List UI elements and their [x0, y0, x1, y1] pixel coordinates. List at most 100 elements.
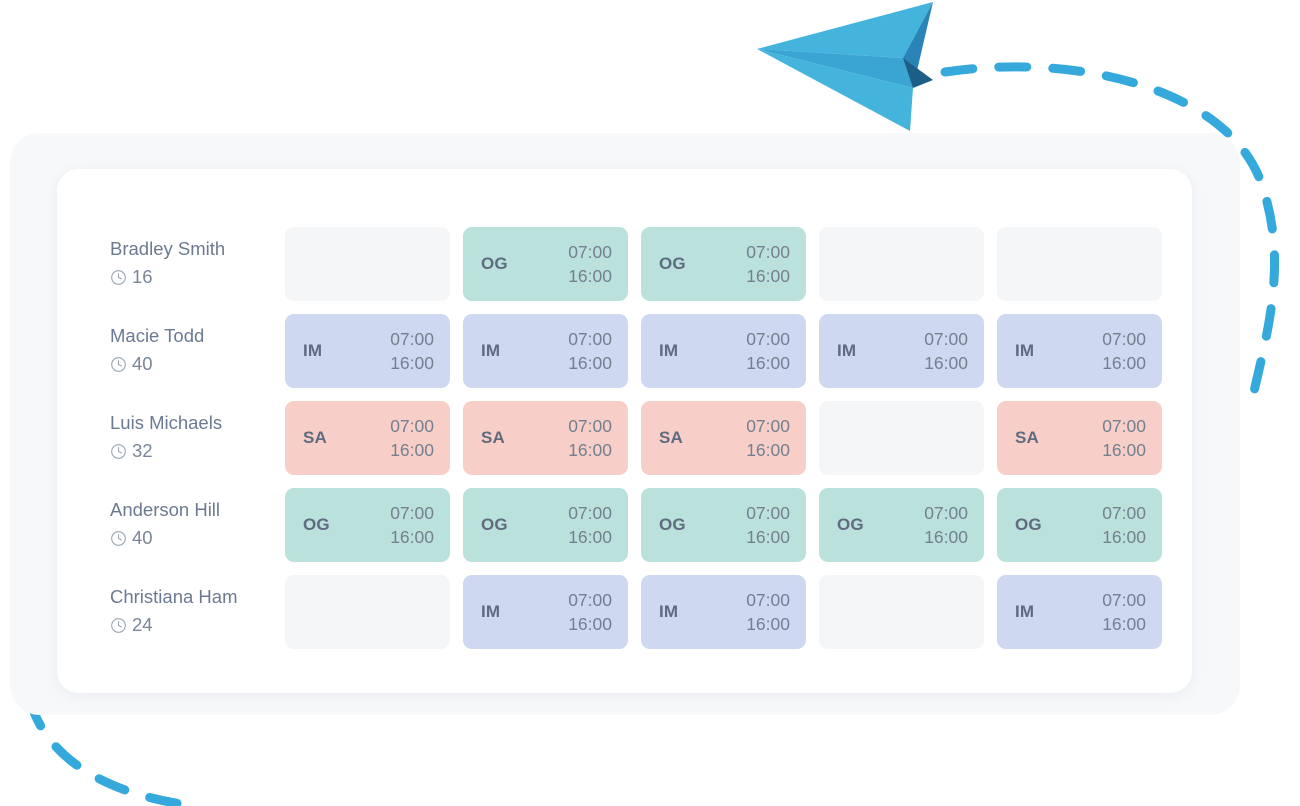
clock-icon [111, 617, 126, 633]
shift-end: 16:00 [746, 614, 790, 634]
shift-cells: IM 07:00 16:00 IM 07:00 16:00 [285, 314, 1162, 388]
shift-times: 07:00 16:00 [1102, 589, 1146, 636]
shift-cell[interactable]: IM 07:00 16:00 [285, 314, 450, 388]
shift-code: SA [481, 428, 506, 447]
shift-code: IM [1015, 602, 1035, 621]
employee-cell[interactable]: Macie Todd 40 [110, 314, 285, 375]
shift-times: 07:00 16:00 [746, 502, 790, 549]
hours-value: 16 [132, 266, 153, 288]
shift-end: 16:00 [390, 353, 434, 373]
shift-end: 16:00 [1102, 527, 1146, 547]
shift-code: OG [659, 254, 686, 273]
shift-times: 07:00 16:00 [568, 589, 612, 636]
shift-start: 07:00 [924, 502, 968, 523]
shift-cell[interactable] [285, 227, 450, 301]
shift-times: 07:00 16:00 [746, 328, 790, 375]
table-row: Bradley Smith 16 OG [110, 227, 1162, 314]
table-row: Christiana Ham 24 IM [110, 575, 1162, 662]
shift-code: SA [303, 428, 328, 447]
shift-end: 16:00 [746, 266, 790, 286]
shift-cell[interactable]: IM 07:00 16:00 [641, 314, 806, 388]
shift-times: 07:00 16:00 [746, 589, 790, 636]
shift-cell[interactable]: IM 07:00 16:00 [819, 314, 984, 388]
shift-start: 07:00 [568, 328, 612, 349]
shift-end: 16:00 [1102, 614, 1146, 634]
schedule-card: Bradley Smith 16 OG [57, 169, 1192, 693]
shift-cell[interactable]: OG 07:00 16:00 [641, 227, 806, 301]
shift-cell[interactable]: OG 07:00 16:00 [641, 488, 806, 562]
shift-code: OG [481, 254, 508, 273]
employee-cell[interactable]: Anderson Hill 40 [110, 488, 285, 549]
shift-cells: IM 07:00 16:00 IM 07:00 16:00 [285, 575, 1162, 649]
shift-cell[interactable] [997, 227, 1162, 301]
shift-end: 16:00 [924, 353, 968, 373]
shift-start: 07:00 [390, 415, 434, 436]
employee-cell[interactable]: Bradley Smith 16 [110, 227, 285, 288]
shift-cell[interactable]: OG 07:00 16:00 [997, 488, 1162, 562]
shift-times: 07:00 16:00 [568, 502, 612, 549]
hours-value: 32 [132, 440, 153, 462]
employee-hours: 40 [110, 353, 285, 375]
shift-start: 07:00 [1102, 328, 1146, 349]
employee-cell[interactable]: Luis Michaels 32 [110, 401, 285, 462]
shift-times: 07:00 16:00 [390, 502, 434, 549]
shift-end: 16:00 [924, 527, 968, 547]
shift-end: 16:00 [390, 527, 434, 547]
shift-cell[interactable] [819, 227, 984, 301]
shift-cell[interactable]: IM 07:00 16:00 [641, 575, 806, 649]
employee-hours: 24 [110, 614, 285, 636]
shift-start: 07:00 [746, 328, 790, 349]
shift-times: 07:00 16:00 [1102, 415, 1146, 462]
shift-cell[interactable]: IM 07:00 16:00 [997, 314, 1162, 388]
hours-value: 40 [132, 527, 153, 549]
employee-name: Christiana Ham [110, 586, 238, 607]
shift-cell[interactable] [819, 575, 984, 649]
shift-start: 07:00 [1102, 589, 1146, 610]
table-row: Luis Michaels 32 SA 07:00 16 [110, 401, 1162, 488]
shift-start: 07:00 [568, 502, 612, 523]
shift-cell[interactable]: SA 07:00 16:00 [997, 401, 1162, 475]
shift-code: IM [481, 602, 501, 621]
shift-times: 07:00 16:00 [924, 502, 968, 549]
shift-cell[interactable]: SA 07:00 16:00 [285, 401, 450, 475]
shift-cell[interactable]: OG 07:00 16:00 [463, 227, 628, 301]
shift-cell[interactable]: IM 07:00 16:00 [463, 575, 628, 649]
clock-icon [111, 530, 126, 546]
shift-times: 07:00 16:00 [390, 415, 434, 462]
employee-name: Bradley Smith [110, 238, 226, 259]
shift-end: 16:00 [1102, 440, 1146, 460]
employee-hours: 40 [110, 527, 285, 549]
shift-start: 07:00 [568, 415, 612, 436]
table-row: Anderson Hill 40 OG 07:00 16 [110, 488, 1162, 575]
employee-name: Anderson Hill [110, 499, 221, 520]
shift-cell[interactable]: OG 07:00 16:00 [463, 488, 628, 562]
shift-cell[interactable]: OG 07:00 16:00 [819, 488, 984, 562]
shift-code: OG [303, 515, 330, 534]
shift-cells: SA 07:00 16:00 SA 07:00 16:00 [285, 401, 1162, 475]
hours-value: 24 [132, 614, 153, 636]
shift-cell[interactable]: OG 07:00 16:00 [285, 488, 450, 562]
shift-times: 07:00 16:00 [924, 328, 968, 375]
table-row: Macie Todd 40 IM 07:00 16:00 [110, 314, 1162, 401]
shift-cell[interactable]: IM 07:00 16:00 [463, 314, 628, 388]
shift-code: IM [659, 341, 679, 360]
shift-times: 07:00 16:00 [1102, 502, 1146, 549]
shift-code: IM [837, 341, 857, 360]
clock-icon [111, 269, 126, 285]
shift-cell[interactable] [285, 575, 450, 649]
shift-start: 07:00 [924, 328, 968, 349]
shift-start: 07:00 [1102, 502, 1146, 523]
shift-cell[interactable]: SA 07:00 16:00 [463, 401, 628, 475]
shift-cell[interactable]: IM 07:00 16:00 [997, 575, 1162, 649]
shift-end: 16:00 [746, 353, 790, 373]
shift-cell[interactable] [819, 401, 984, 475]
shift-cell[interactable]: SA 07:00 16:00 [641, 401, 806, 475]
shift-times: 07:00 16:00 [568, 415, 612, 462]
shift-start: 07:00 [746, 415, 790, 436]
shift-end: 16:00 [746, 527, 790, 547]
shift-code: IM [1015, 341, 1035, 360]
employee-cell[interactable]: Christiana Ham 24 [110, 575, 285, 636]
shift-times: 07:00 16:00 [568, 328, 612, 375]
shift-times: 07:00 16:00 [746, 241, 790, 288]
